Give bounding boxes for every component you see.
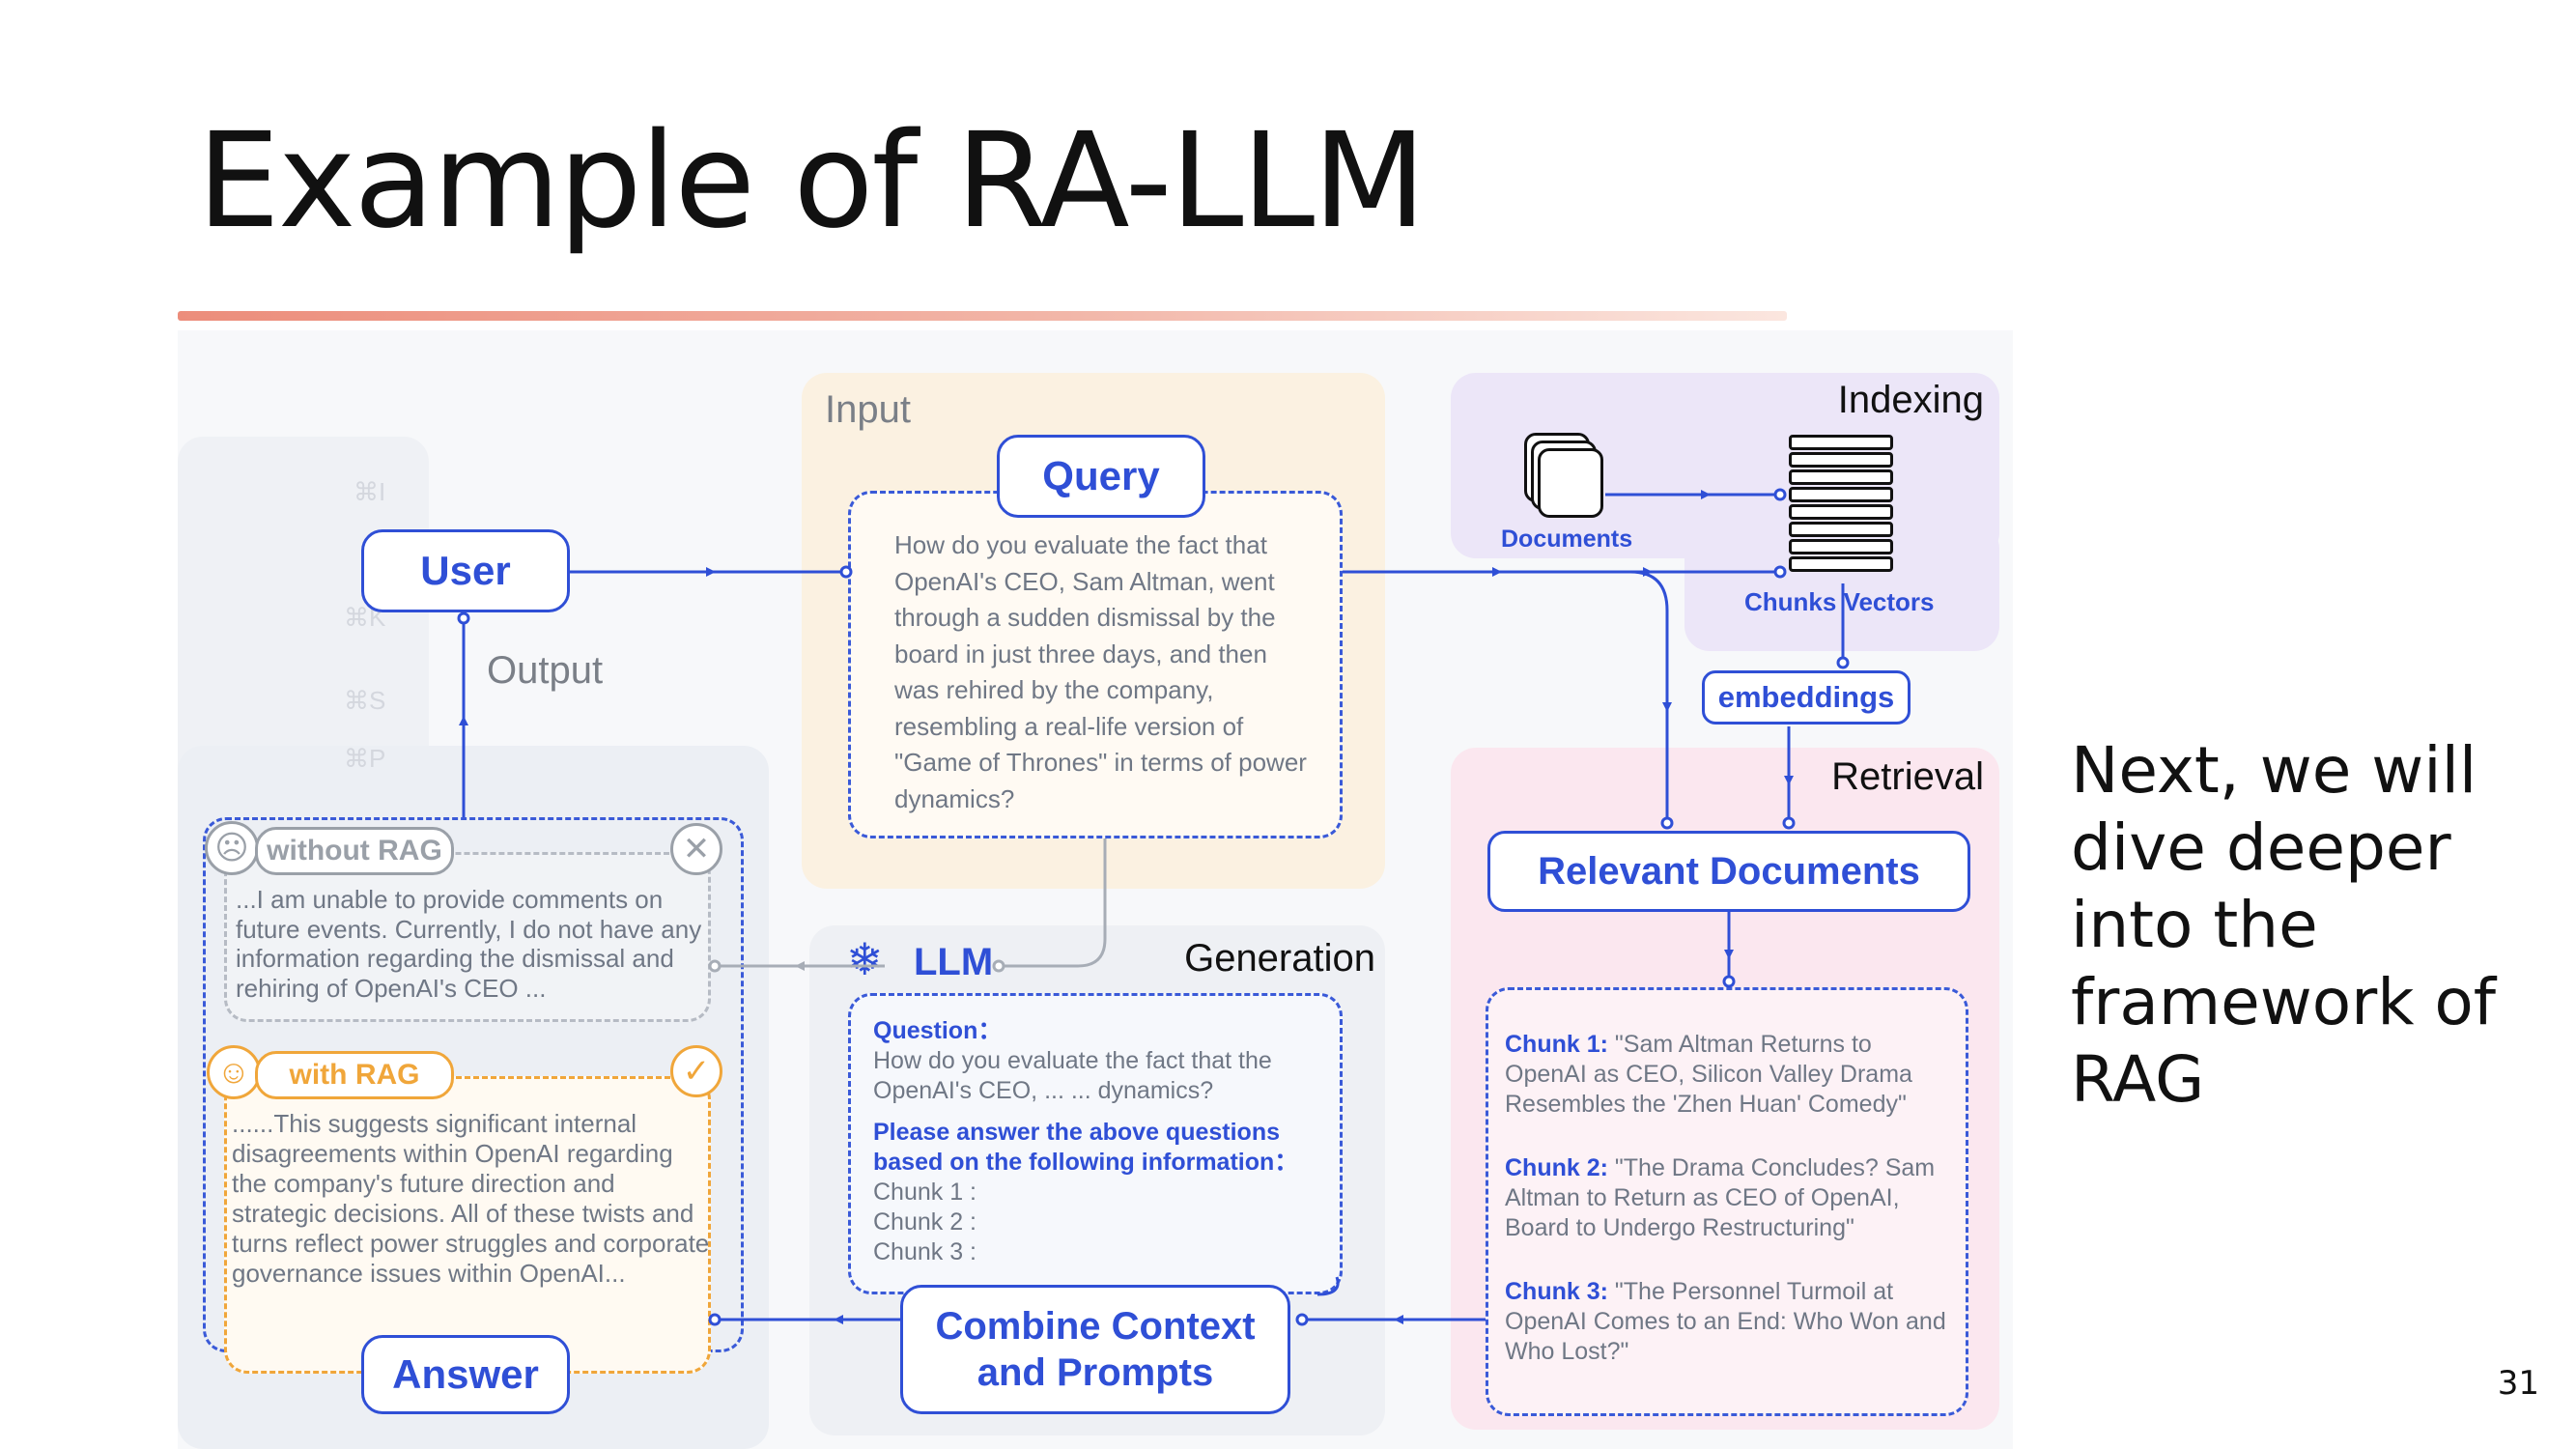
chunk-2-text: "The Drama Concludes? Sam Altman to Retu… [1505, 1154, 1936, 1241]
relevant-documents-box: Relevant Documents [1487, 831, 1970, 912]
user-box: User [361, 529, 570, 612]
happy-face-icon: ☺ [207, 1045, 261, 1099]
prompt-content: Question： How do you evaluate the fact t… [873, 1016, 1327, 1267]
indexing-label: Indexing [1837, 379, 1984, 421]
generation-label: Generation [1184, 937, 1375, 980]
connector-arrows [457, 488, 1850, 1326]
slide-title: Example of RA-LLM [197, 105, 1427, 258]
faded-shortcut-1: ⌘I [354, 477, 386, 506]
side-caption: Next, we will dive deeper into the frame… [2071, 733, 2497, 1117]
without-rag-label: without RAG [267, 835, 442, 867]
snowflake-icon: ❄ [846, 934, 884, 984]
chunk-1-text: "Sam Altman Returns to OpenAI as CEO, Si… [1505, 1031, 1912, 1118]
with-rag-tag: with RAG [255, 1051, 454, 1099]
chunk-1-label: Chunk 1: [1505, 1031, 1608, 1058]
faded-shortcut-4: ⌘P [344, 744, 386, 773]
page-number: 31 [2497, 1364, 2539, 1403]
retrieval-label: Retrieval [1831, 755, 1984, 798]
without-rag-text: ...I am unable to provide comments on fu… [236, 885, 702, 1003]
chunk-2-label: Chunk 2: [1505, 1154, 1608, 1181]
prompt-chunk-line-2: Chunk 2 : [873, 1208, 977, 1236]
input-label: Input [825, 388, 911, 431]
with-rag-text: ......This suggests significant internal… [232, 1109, 710, 1288]
output-label: Output [487, 649, 604, 692]
prompt-chunk-line-3: Chunk 3 : [873, 1238, 977, 1265]
chunk-3-text: "The Personnel Turmoil at OpenAI Comes t… [1505, 1278, 1946, 1365]
rag-diagram: ⌘I ⌘K ⌘S ⌘P Input Output Indexing Retrie… [178, 330, 2013, 1449]
prompt-chunk-line-1: Chunk 1 : [873, 1179, 977, 1206]
answer-box: Answer [361, 1335, 570, 1414]
with-rag-box [224, 1076, 711, 1374]
query-box: Query [997, 435, 1205, 518]
chunk-3-label: Chunk 3: [1505, 1278, 1608, 1305]
title-divider [178, 311, 1787, 321]
vector-stack-icon [1789, 435, 1893, 583]
sad-face-icon: ☹ [205, 821, 259, 875]
combine-context-box: Combine Context and Prompts [900, 1285, 1290, 1414]
without-rag-tag: without RAG [255, 827, 454, 875]
with-rag-label: with RAG [289, 1059, 420, 1091]
prompt-question-text: How do you evaluate the fact that the Op… [873, 1047, 1272, 1104]
documents-label: Documents [1501, 526, 1633, 553]
chunk-1: Chunk 1: "Sam Altman Returns to OpenAI a… [1505, 1030, 1959, 1120]
chunk-3: Chunk 3: "The Personnel Turmoil at OpenA… [1505, 1277, 1959, 1367]
llm-label: LLM [914, 941, 994, 983]
prompt-question-label: Question： [873, 1017, 1003, 1044]
without-rag-box [224, 852, 711, 1022]
embeddings-box: embeddings [1702, 670, 1911, 724]
chunk-2: Chunk 2: "The Drama Concludes? Sam Altma… [1505, 1153, 1959, 1243]
check-icon: ✓ [670, 1045, 722, 1097]
query-text: How do you evaluate the fact that OpenAI… [894, 530, 1307, 813]
faded-shortcut-3: ⌘S [344, 686, 386, 715]
close-icon: ✕ [670, 823, 722, 875]
prompt-instruction: Please answer the above questions based … [873, 1119, 1299, 1176]
query-dashed-box [848, 491, 1343, 838]
documents-icon [1524, 433, 1603, 518]
chunks-dashed-box [1486, 987, 1968, 1416]
chunks-vectors-label: Chunks Vectors [1744, 587, 1935, 616]
